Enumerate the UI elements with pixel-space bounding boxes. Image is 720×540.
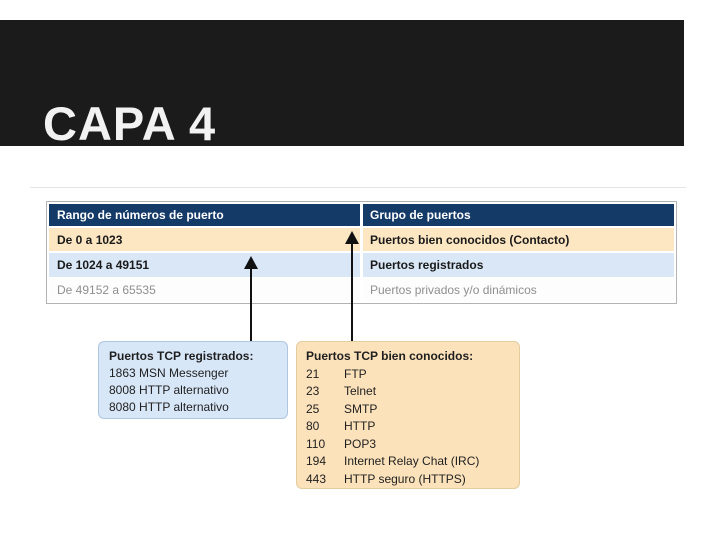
list-item: 80 HTTP bbox=[306, 418, 519, 436]
table-header-row: Rango de números de puerto Grupo de puer… bbox=[49, 204, 674, 226]
title-bar: CAPA 4 bbox=[0, 20, 684, 150]
port-name: HTTP seguro (HTTPS) bbox=[344, 471, 466, 486]
port-number: 23 bbox=[306, 384, 320, 398]
port-name: FTP bbox=[344, 366, 367, 381]
port-number: 443 bbox=[306, 471, 327, 486]
cell-group: Puertos privados y/o dinámicos bbox=[363, 279, 674, 301]
arrow-up-icon bbox=[345, 231, 359, 244]
port-range-table: Rango de números de puerto Grupo de puer… bbox=[46, 201, 677, 304]
list-item: 8008 HTTP alternativo bbox=[109, 383, 229, 397]
port-number: 194 bbox=[306, 454, 327, 468]
table-header-range: Rango de números de puerto bbox=[49, 204, 360, 226]
port-number: 25 bbox=[306, 401, 320, 416]
wellknown-ports-box: Puertos TCP bien conocidos: 21 FTP 23 Teln… bbox=[296, 341, 520, 489]
list-item: 443 HTTP seguro (HTTPS) bbox=[306, 471, 519, 489]
arrow-line bbox=[351, 243, 353, 341]
table-row-wellknown: De 0 a 1023 Puertos bien conocidos (Cont… bbox=[49, 228, 674, 251]
arrow-up-icon bbox=[244, 256, 258, 269]
cell-group: Puertos bien conocidos (Contacto) bbox=[363, 228, 674, 251]
list-item: 8080 HTTP alternativo bbox=[109, 400, 229, 414]
list-item: 1863 MSN Messenger bbox=[109, 366, 229, 380]
port-number: 110 bbox=[306, 436, 326, 451]
cell-range: De 0 a 1023 bbox=[49, 228, 360, 251]
list-item: 23 Telnet bbox=[306, 383, 519, 401]
list-item: 110 POP3 bbox=[306, 436, 519, 454]
port-name: HTTP bbox=[344, 419, 376, 433]
table-row-private: De 49152 a 65535 Puertos privados y/o di… bbox=[49, 279, 674, 301]
port-number: 21 bbox=[306, 366, 320, 381]
cell-range: De 1024 a 49151 bbox=[49, 253, 360, 277]
port-name: SMTP bbox=[344, 401, 378, 416]
table-header-group: Grupo de puertos bbox=[363, 204, 674, 226]
page-title: CAPA 4 bbox=[43, 97, 217, 150]
list-item: 25 SMTP bbox=[306, 401, 519, 419]
port-name: Internet Relay Chat (IRC) bbox=[344, 454, 480, 468]
arrow-line bbox=[250, 268, 252, 341]
registered-ports-title: Puertos TCP registrados: bbox=[109, 349, 254, 363]
list-item: 194 Internet Relay Chat (IRC) bbox=[306, 453, 519, 471]
cell-range: De 49152 a 65535 bbox=[49, 279, 360, 301]
cell-group: Puertos registrados bbox=[363, 253, 674, 277]
wellknown-ports-title: Puertos TCP bien conocidos: bbox=[306, 349, 474, 363]
port-name: Telnet bbox=[344, 384, 377, 398]
port-number: 80 bbox=[306, 419, 320, 433]
list-item: 21 FTP bbox=[306, 366, 519, 384]
table-row-registered: De 1024 a 49151 Puertos registrados bbox=[49, 253, 674, 277]
registered-ports-box: Puertos TCP registrados: 1863 MSN Messen… bbox=[98, 341, 288, 419]
figure-top-edge bbox=[30, 187, 686, 188]
port-name: POP3 bbox=[344, 436, 377, 451]
